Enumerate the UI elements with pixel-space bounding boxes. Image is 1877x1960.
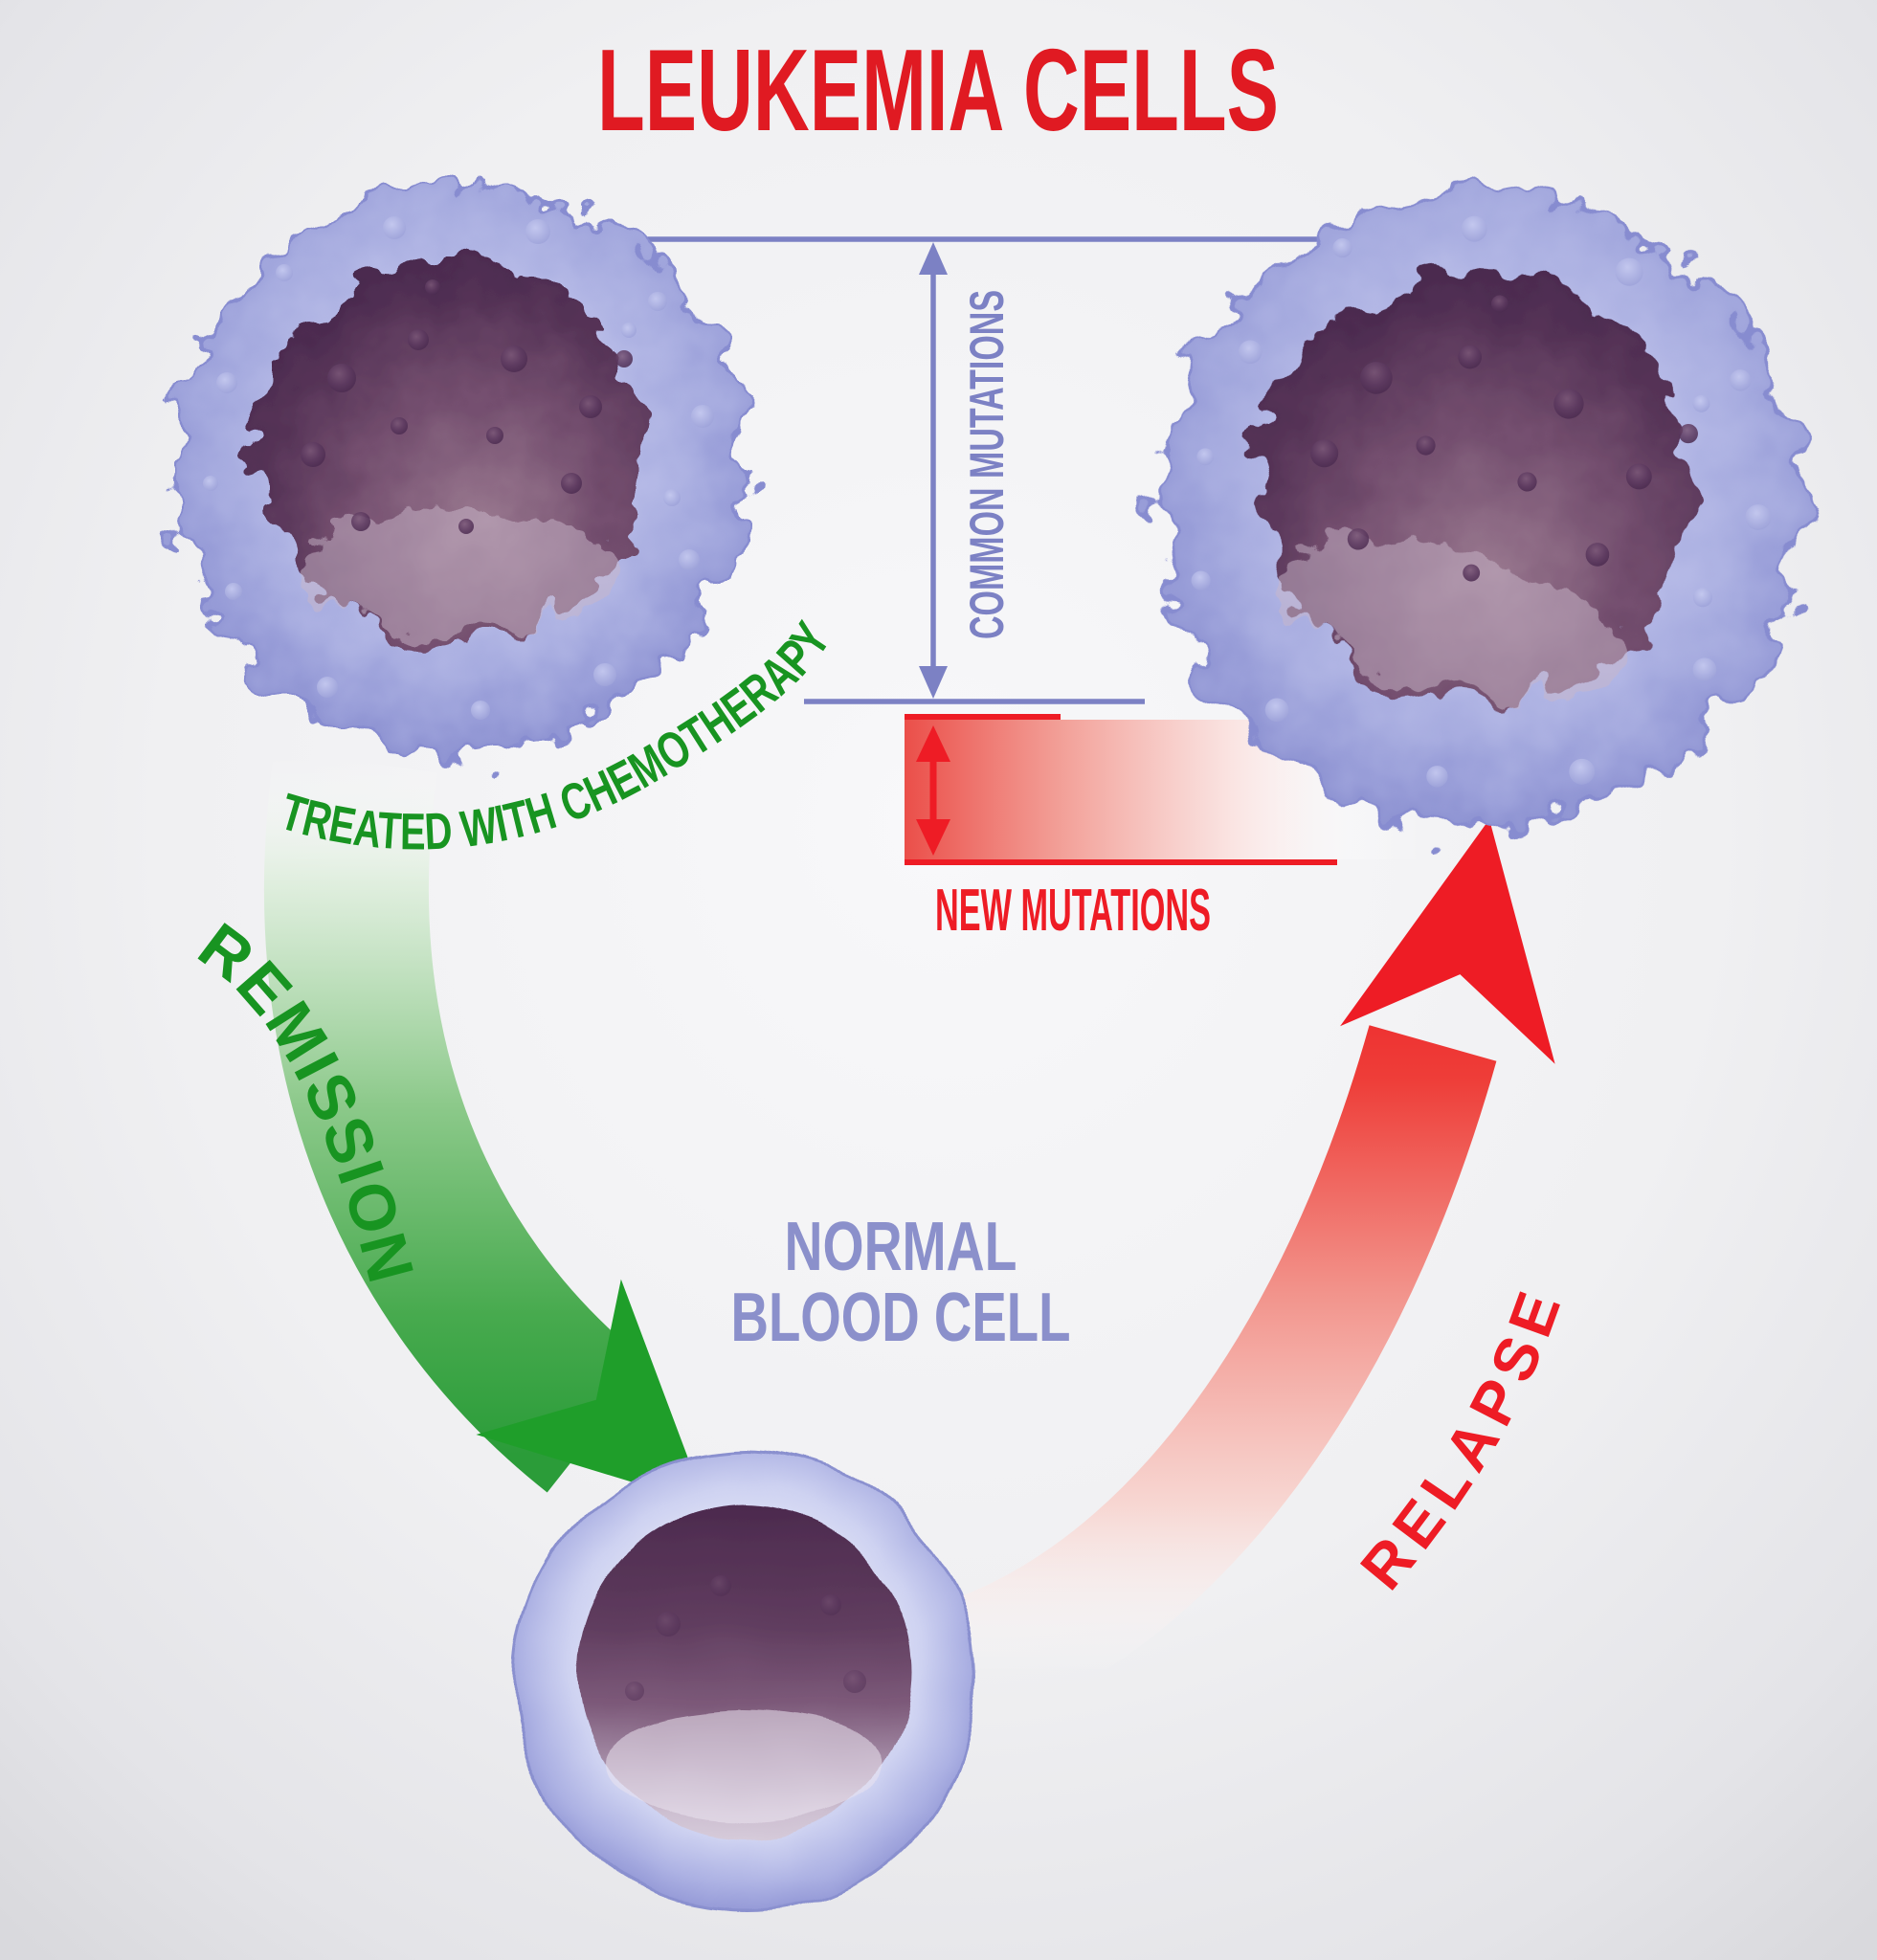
arrow-up-icon (919, 242, 948, 275)
arrow-down-icon (919, 666, 948, 699)
relapse-arrowhead-icon (1340, 819, 1555, 1064)
normal-blood-cell-label-line2: BLOOD CELL (731, 1280, 1071, 1356)
leukemia-cell-left (179, 187, 744, 751)
remission-arrow-band (263, 748, 650, 1493)
normal-blood-cell (513, 1450, 976, 1913)
red-arrow-up-icon (916, 725, 950, 762)
relapse-arrow (928, 819, 1555, 1734)
common-mutations-label: COMMON MUTATIONS (960, 290, 1014, 639)
normal-blood-cell-label-line1: NORMAL (785, 1209, 1017, 1285)
normal-nucleus-highlight (606, 1710, 883, 1821)
remission-arrowhead-icon (476, 1279, 705, 1504)
remission-arrow (263, 748, 705, 1504)
page-title: LEUKEMIA CELLS (597, 25, 1279, 155)
relapse-arrow-band (928, 1025, 1497, 1734)
normal-cell-granules (625, 1575, 866, 1701)
red-arrow-down-icon (916, 819, 950, 856)
common-mutations-dimension (613, 236, 1378, 704)
new-mutations-label: NEW MUTATIONS (935, 878, 1211, 944)
